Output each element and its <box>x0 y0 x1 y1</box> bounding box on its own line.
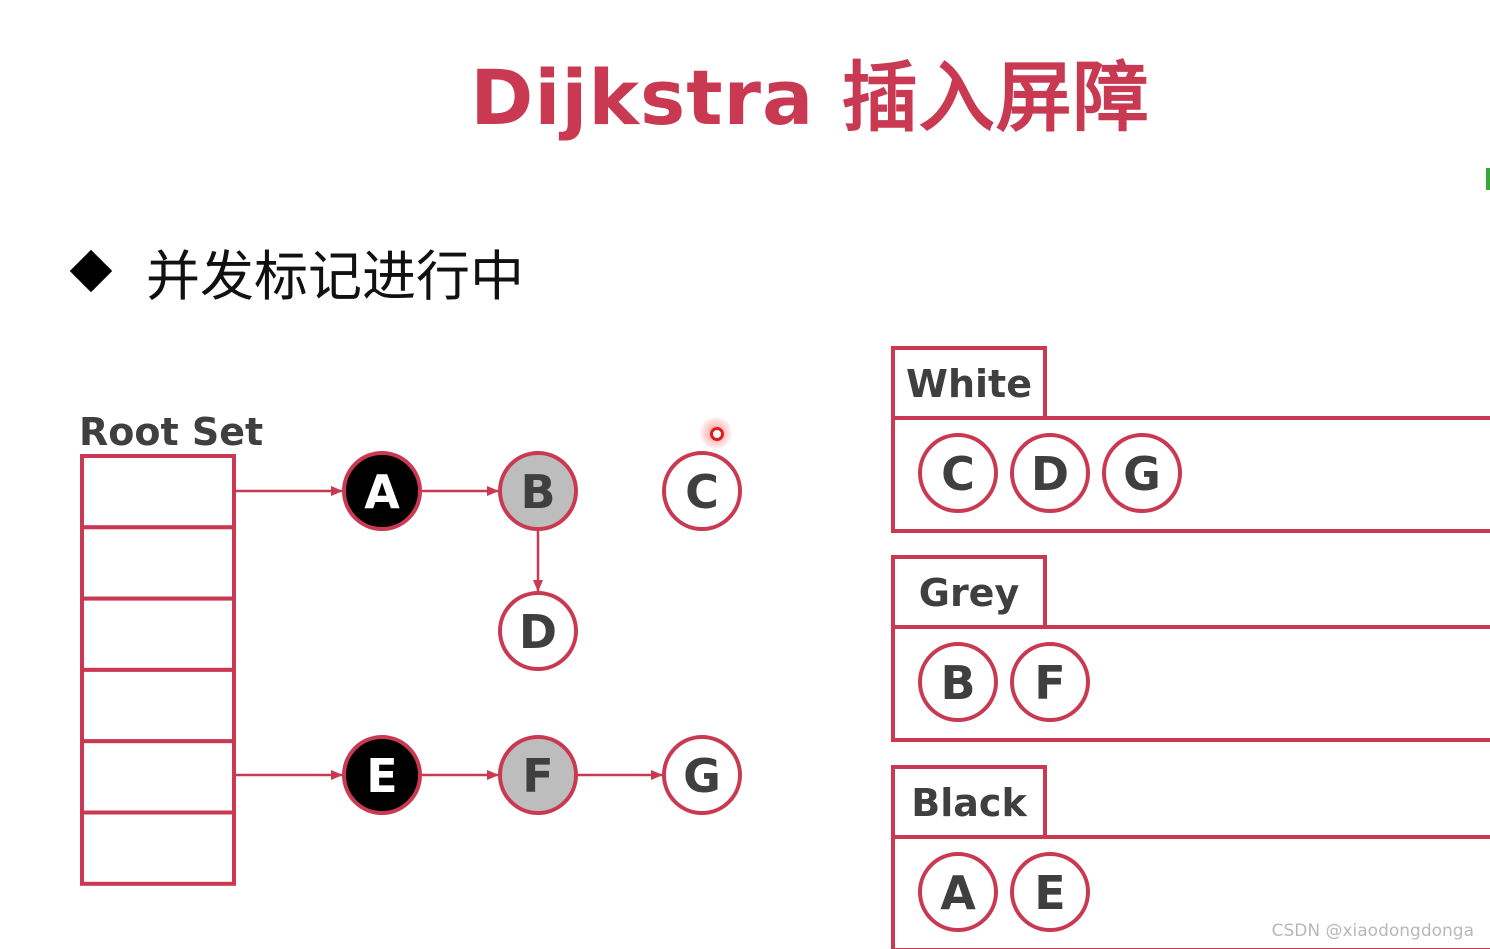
panel-item-circle <box>918 433 998 513</box>
root-set-slot <box>80 810 236 886</box>
node-label: D <box>519 605 557 659</box>
page-title: Dijkstra 插入屏障 <box>470 53 1150 142</box>
node-label: C <box>685 465 719 519</box>
panel-item-F: F <box>1010 642 1090 722</box>
panel-label: Grey <box>919 571 1020 615</box>
graph-nodes: A B C D E F G <box>342 451 742 815</box>
panel-tab <box>891 346 1047 420</box>
node-D: D <box>498 591 578 671</box>
node-circle <box>662 735 742 815</box>
panel-item-B: B <box>918 642 998 722</box>
watermark: CSDN @xiaodongdonga <box>1271 921 1474 941</box>
node-G: G <box>662 735 742 815</box>
root-set-slot <box>80 525 236 601</box>
panel-body <box>891 835 1490 949</box>
node-E: E <box>342 735 422 815</box>
edge-marker <box>1486 168 1490 190</box>
panel-item-G: G <box>1102 433 1182 513</box>
panel-tab <box>891 765 1047 839</box>
node-circle <box>498 451 578 531</box>
panel-item-label: F <box>1034 656 1065 710</box>
panel-item-circle <box>918 852 998 932</box>
node-F: F <box>498 735 578 815</box>
panel-item-label: G <box>1123 447 1161 501</box>
panel-item-label: C <box>941 447 975 501</box>
panel-body <box>891 625 1490 742</box>
graph-edges <box>234 486 663 780</box>
panel-item-circle <box>918 642 998 722</box>
node-circle <box>498 591 578 671</box>
panel-item-A: A <box>918 852 998 932</box>
panel-label: White <box>906 362 1032 406</box>
root-set <box>80 454 236 886</box>
pointer-icon <box>710 427 724 441</box>
panel-item-circle <box>1010 433 1090 513</box>
node-label: G <box>683 749 721 803</box>
panel-item-C: C <box>918 433 998 513</box>
node-A: A <box>342 451 422 531</box>
panel-item-label: D <box>1031 447 1069 501</box>
panel-item-label: A <box>940 866 976 920</box>
root-set-label: Root Set <box>79 410 264 454</box>
root-set-slot <box>80 596 236 672</box>
panel-item-circle <box>1010 642 1090 722</box>
node-B: B <box>498 451 578 531</box>
node-circle <box>342 451 422 531</box>
panel-body <box>891 416 1490 533</box>
bullet-text: 并发标记进行中 <box>146 244 524 308</box>
root-set-slot <box>80 739 236 815</box>
panel-item-label: E <box>1034 866 1065 920</box>
node-circle <box>342 735 422 815</box>
panel-item-E: E <box>1010 852 1090 932</box>
node-label: F <box>522 749 553 803</box>
node-C: C <box>662 451 742 531</box>
root-set-slot <box>80 667 236 744</box>
panel-item-label: B <box>940 656 975 710</box>
node-label: B <box>520 465 555 519</box>
node-circle <box>662 451 742 531</box>
node-label: A <box>364 465 400 519</box>
bullet-row: 并发标记进行中 <box>68 238 524 308</box>
panel-tab <box>891 555 1047 629</box>
node-label: E <box>366 749 397 803</box>
panel-item-circle <box>1102 433 1182 513</box>
panel-item-circle <box>1010 852 1090 932</box>
node-circle <box>498 735 578 815</box>
panel-label: Black <box>911 781 1027 825</box>
panel-item-D: D <box>1010 433 1090 513</box>
root-set-slot <box>80 454 236 530</box>
